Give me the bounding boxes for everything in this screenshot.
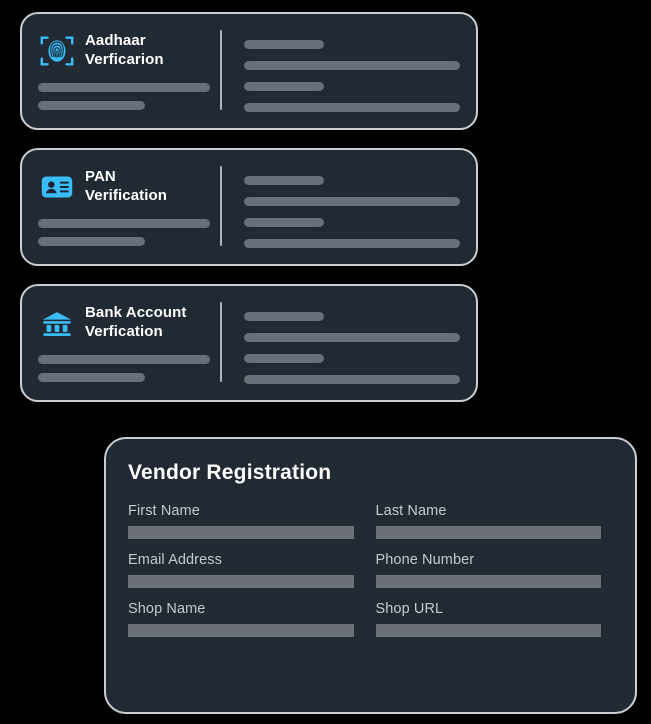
placeholder-bar [38, 373, 145, 382]
field-label: First Name [128, 503, 200, 519]
verification-card-aadhaar[interactable]: Aadhaar Verficarion [20, 12, 478, 130]
card-header: Aadhaar Verficarion [38, 32, 210, 70]
card-right-placeholder-bars [222, 164, 460, 252]
field-label: Last Name [375, 503, 447, 519]
card-body: PAN Verification [38, 164, 460, 252]
placeholder-bar [38, 101, 145, 110]
card-left-placeholder-bars [38, 210, 210, 252]
card-right-placeholder-bars [222, 28, 460, 116]
card-divider [220, 30, 222, 110]
bank-building-icon [38, 304, 76, 342]
placeholder-bar [244, 218, 324, 227]
shop-name-input[interactable] [128, 624, 354, 637]
card-left-column: Aadhaar Verficarion [38, 28, 220, 116]
card-left-placeholder-bars [38, 74, 210, 116]
placeholder-bar [38, 237, 145, 246]
field-label: Email Address [128, 552, 222, 568]
field-last-name: Last Name [375, 503, 601, 539]
placeholder-bar [244, 354, 324, 363]
field-label: Shop Name [128, 601, 206, 617]
email-address-input[interactable] [128, 575, 354, 588]
vendor-registration-card: Vendor Registration First Name Last Name… [104, 437, 637, 714]
field-label: Shop URL [375, 601, 444, 617]
field-first-name: First Name [128, 503, 354, 539]
fingerprint-scan-icon [38, 32, 76, 70]
card-right-placeholder-bars [222, 300, 460, 388]
field-label: Phone Number [375, 552, 475, 568]
card-title: Aadhaar Verficarion [85, 32, 164, 68]
first-name-input[interactable] [128, 526, 354, 539]
placeholder-bar [244, 197, 460, 206]
placeholder-bar [244, 176, 324, 185]
card-left-placeholder-bars [38, 346, 210, 388]
card-left-column: Bank Account Verfication [38, 300, 220, 388]
phone-number-input[interactable] [375, 575, 601, 588]
card-title: Bank Account Verfication [85, 304, 187, 340]
verification-card-pan[interactable]: PAN Verification [20, 148, 478, 266]
shop-url-input[interactable] [375, 624, 601, 637]
placeholder-bar [244, 61, 460, 70]
field-email-address: Email Address [128, 552, 354, 588]
card-body: Aadhaar Verficarion [38, 28, 460, 116]
card-title: PAN Verification [85, 168, 168, 204]
placeholder-bar [244, 239, 460, 248]
vendor-registration-form: First Name Last Name Email Address Phone… [128, 503, 601, 637]
card-divider [220, 166, 222, 246]
placeholder-bar [244, 103, 460, 112]
placeholder-bar [244, 375, 460, 384]
card-header: Bank Account Verfication [38, 304, 210, 342]
card-divider [220, 302, 222, 382]
field-phone-number: Phone Number [375, 552, 601, 588]
placeholder-bar [38, 355, 210, 364]
placeholder-bar [38, 219, 210, 228]
placeholder-bar [244, 312, 324, 321]
card-header: PAN Verification [38, 168, 210, 206]
card-body: Bank Account Verfication [38, 300, 460, 388]
card-left-column: PAN Verification [38, 164, 220, 252]
id-card-icon [38, 168, 76, 206]
placeholder-bar [244, 40, 324, 49]
last-name-input[interactable] [375, 526, 601, 539]
placeholder-bar [244, 82, 324, 91]
field-shop-url: Shop URL [375, 601, 601, 637]
verification-card-bank-account[interactable]: Bank Account Verfication [20, 284, 478, 402]
placeholder-bar [38, 83, 210, 92]
field-shop-name: Shop Name [128, 601, 354, 637]
placeholder-bar [244, 333, 460, 342]
vendor-registration-title: Vendor Registration [128, 461, 332, 484]
